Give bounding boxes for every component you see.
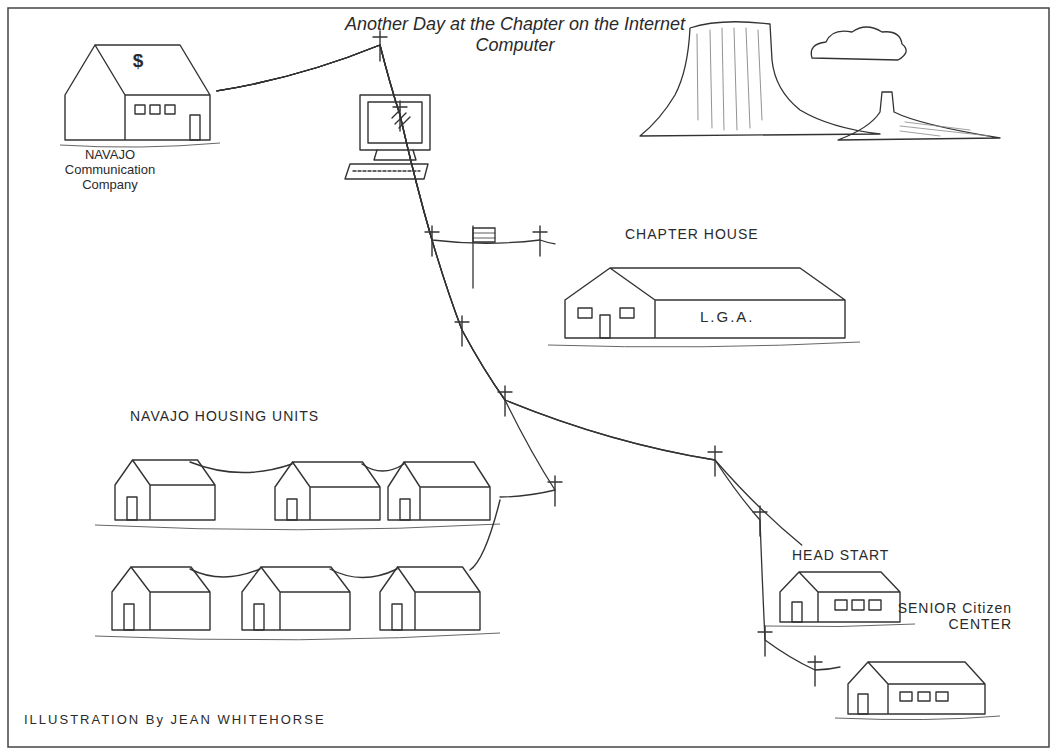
flag-sketch <box>473 226 495 288</box>
building-sketch <box>127 497 137 520</box>
building-node: CHAPTER HOUSE L.G.A. <box>555 222 855 342</box>
building-sketch <box>848 662 985 714</box>
butte <box>640 22 880 136</box>
cloud <box>811 27 906 60</box>
power-poles <box>373 31 822 686</box>
building-label: L.G.A. <box>700 308 780 325</box>
monitor <box>360 95 430 150</box>
building-node: HEAD START <box>775 545 910 625</box>
building-sketch <box>900 692 948 701</box>
building-sketch <box>65 45 210 140</box>
building-sketch <box>600 315 610 338</box>
building-label: SENIOR Citizen CENTER <box>862 600 1012 632</box>
keyboard-keys <box>353 170 420 171</box>
building-sketch <box>780 572 900 622</box>
power-wire <box>217 45 840 670</box>
building-sketch <box>380 567 480 630</box>
building-node: NAVAJO HOUSING UNITS <box>100 405 500 640</box>
building-label: $ <box>126 50 150 72</box>
building-node: $ NAVAJO Communication Company <box>45 35 217 195</box>
building-sketch <box>835 600 881 610</box>
building-sketch <box>858 694 868 714</box>
power-wire <box>217 45 802 545</box>
building-sketch <box>115 460 215 520</box>
building-sketch <box>287 499 297 520</box>
title: Another Day at the Chapter on the Intern… <box>335 14 695 55</box>
pole <box>808 656 822 686</box>
butte-hatching <box>697 28 762 130</box>
building-sketch <box>254 604 264 630</box>
flag <box>473 228 495 242</box>
screen <box>368 102 422 143</box>
flag-stripes <box>473 233 495 238</box>
keyboard <box>345 164 428 179</box>
building-sketch <box>578 308 634 318</box>
building-sketch <box>135 105 175 114</box>
spire-shading <box>900 122 990 136</box>
power-wire <box>217 45 555 497</box>
building-label: NAVAJO HOUSING UNITS <box>130 408 450 424</box>
building-sketch <box>565 268 845 338</box>
spire <box>838 92 1000 140</box>
building-outline <box>100 405 500 640</box>
building-sketch <box>400 499 410 520</box>
power-wire <box>217 45 555 244</box>
building-sketch <box>124 604 134 630</box>
building-label: NAVAJO Communication Company <box>50 148 170 193</box>
building-sketch <box>242 567 350 630</box>
building-node: SENIOR Citizen CENTER <box>840 595 1020 717</box>
building-sketch <box>392 604 402 630</box>
ground-lines <box>60 143 1000 720</box>
building-label: HEAD START <box>792 547 904 563</box>
building-sketch <box>275 462 380 520</box>
building-sketch <box>388 462 490 520</box>
building-sketch <box>190 462 500 578</box>
caption: ILLUSTRATION By JEAN WHITEHORSE <box>24 713 444 728</box>
computer-sketch <box>345 95 430 179</box>
building-label: CHAPTER HOUSE <box>625 226 795 242</box>
building-sketch <box>792 602 802 622</box>
frame <box>8 8 1049 747</box>
building-sketch <box>112 567 210 630</box>
buttes-sketch <box>640 22 1000 140</box>
building-sketch <box>190 115 200 140</box>
